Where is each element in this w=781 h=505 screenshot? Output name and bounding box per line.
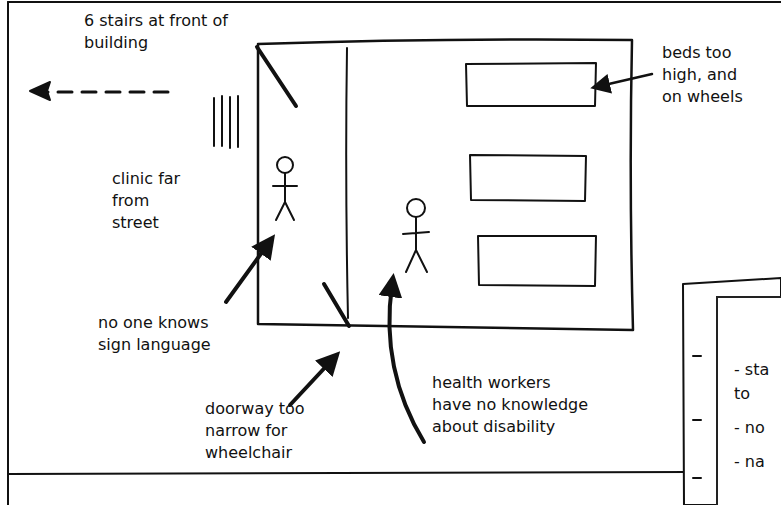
health-worker-figure [403, 217, 429, 272]
leader-arrow [600, 74, 652, 86]
health-worker-figure [407, 199, 425, 217]
person-figure [273, 173, 297, 220]
frame-bottom [8, 472, 690, 474]
note-item: - na [734, 450, 781, 474]
bed [478, 236, 596, 286]
annotation-label: health workers have no knowledge about d… [432, 372, 594, 438]
sheet-dash [693, 356, 701, 478]
interior-wall [346, 48, 348, 318]
note-item: - no [734, 416, 781, 440]
front-door [257, 47, 296, 106]
note-sheet: - sta to - no - na [716, 296, 781, 505]
front-stairs [214, 96, 238, 148]
bed [470, 155, 586, 201]
leader-arrow [290, 360, 332, 405]
leader-arrow [389, 285, 424, 442]
street-arrowhead [30, 82, 50, 100]
bed [466, 63, 596, 106]
note-item: - sta to [734, 358, 781, 406]
person-figure [277, 157, 293, 173]
annotation-label: 6 stairs at front of building [84, 10, 249, 54]
side-door [324, 284, 349, 326]
annotation-label: no one knows sign language [98, 312, 226, 356]
frame-left [7, 2, 9, 505]
leader-arrow [226, 244, 268, 302]
street-direction-arrow [42, 91, 168, 94]
annotation-label: doorway too narrow for wheelchair [205, 398, 313, 464]
annotation-label: clinic far from street [112, 168, 194, 234]
annotation-label: beds too high, and on wheels [662, 42, 754, 108]
frame-top [8, 1, 781, 3]
clinic-building [258, 40, 633, 331]
